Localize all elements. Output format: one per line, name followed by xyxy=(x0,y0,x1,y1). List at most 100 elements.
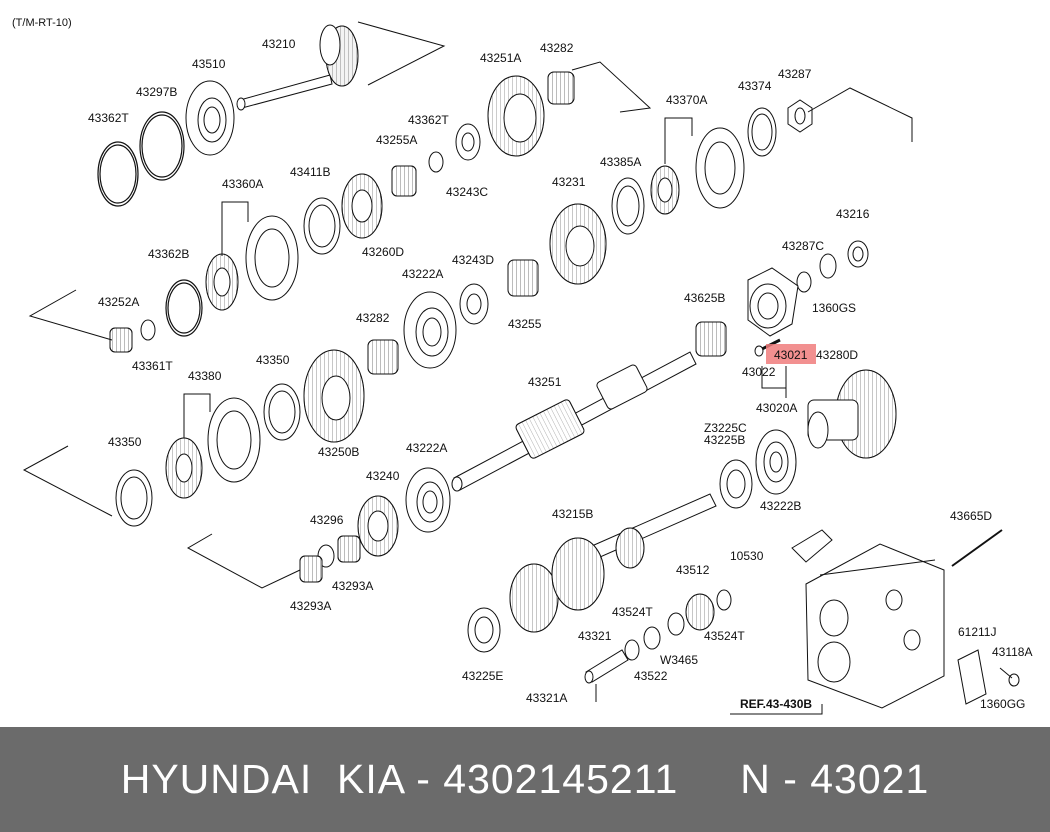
flange-43625B xyxy=(747,267,799,337)
needle-bearing-43625B xyxy=(695,321,727,357)
label-43250B: 43250B xyxy=(318,445,359,459)
needle-bearing-43255 xyxy=(507,259,539,297)
snap-ring-43362T xyxy=(97,141,139,207)
label-43293A-b: 43293A xyxy=(290,599,331,613)
ring-43524T xyxy=(624,589,732,661)
highlight-43021 xyxy=(766,344,816,364)
label-43411B: 43411B xyxy=(290,165,330,179)
label-43282-b: 43282 xyxy=(356,311,390,325)
main-shaft-43251 xyxy=(451,351,697,492)
leader-line xyxy=(730,704,823,715)
leader-line xyxy=(807,87,913,142)
sync-hub-43360A xyxy=(205,215,299,311)
needle-bearing-43293A xyxy=(299,535,361,583)
gear-43250B xyxy=(303,349,365,443)
label-43350-b: 43350 xyxy=(108,435,142,449)
label-43251A: 43251A xyxy=(480,51,521,65)
label-43522: 43522 xyxy=(634,669,668,683)
label-43225E: 43225E xyxy=(462,669,503,683)
collar-43243D xyxy=(459,283,489,325)
label-43362T: 43362T xyxy=(88,111,129,125)
ring-1360GS xyxy=(819,253,837,279)
sync-ring-43350 xyxy=(263,383,301,441)
ref-label: REF.43-430B xyxy=(740,697,812,711)
leader-line xyxy=(22,445,113,517)
needle-bearing-43255A xyxy=(391,165,417,197)
cover-61211J xyxy=(957,649,987,705)
label-1360GG: 1360GG xyxy=(980,697,1025,711)
label-43287: 43287 xyxy=(778,67,812,81)
label-43252A: 43252A xyxy=(98,295,139,309)
bearing-43222A xyxy=(403,291,457,369)
label-43216: 43216 xyxy=(836,207,870,221)
label-43321: 43321 xyxy=(578,629,612,643)
bearing-43225E xyxy=(467,607,501,653)
label-43021: 43021 xyxy=(774,348,808,362)
plug-43216 xyxy=(847,240,869,268)
gear-43260D xyxy=(341,173,383,239)
shaft-43321 xyxy=(584,649,629,702)
label-43255: 43255 xyxy=(508,317,542,331)
label-43243D: 43243D xyxy=(452,253,494,267)
label-43665D: 43665D xyxy=(950,509,992,523)
snap-ring-43297B xyxy=(139,111,185,181)
part-number-text: HYUNDAI KIA - 4302145211 N - 43021 xyxy=(120,756,930,802)
label-43240: 43240 xyxy=(366,469,400,483)
label-W3465: W3465 xyxy=(660,653,698,667)
ring-43287C xyxy=(796,271,812,293)
label-43297B: 43297B xyxy=(136,85,177,99)
label-43260D: 43260D xyxy=(362,245,404,259)
transmission-parts-diagram: (T/M-RT-10) xyxy=(12,17,1032,715)
collar-43243C xyxy=(455,123,481,161)
label-1360GS: 1360GS xyxy=(812,301,856,315)
bearing-43222B xyxy=(755,429,797,495)
label-43222A-b: 43222A xyxy=(406,441,447,455)
bearing-43222A-b xyxy=(405,467,451,533)
sync-ring-43411B xyxy=(303,197,341,255)
nut-43287 xyxy=(787,99,813,133)
leader-line xyxy=(664,117,693,164)
label-43280D: 43280D xyxy=(816,348,858,362)
label-43524T: 43524T xyxy=(612,605,653,619)
label-43293A: 43293A xyxy=(332,579,373,593)
transmission-case xyxy=(805,543,945,709)
countershaft-43215B xyxy=(509,493,717,633)
gear-43240 xyxy=(357,495,399,557)
label-43321A: 43321A xyxy=(526,691,567,705)
label-43350: 43350 xyxy=(256,353,290,367)
label-43510: 43510 xyxy=(192,57,226,71)
label-61211J: 61211J xyxy=(958,625,996,639)
label-43360A: 43360A xyxy=(222,177,263,191)
label-43362T-b: 43362T xyxy=(408,113,449,127)
ring-43361T xyxy=(140,319,156,341)
label-43231: 43231 xyxy=(552,175,586,189)
label-43222A: 43222A xyxy=(402,267,443,281)
label-43210: 43210 xyxy=(262,37,296,51)
leader-line xyxy=(28,289,113,341)
label-43380: 43380 xyxy=(188,369,222,383)
label-43255A: 43255A xyxy=(376,133,417,147)
label-10530: 10530 xyxy=(730,549,764,563)
label-43118A: 43118A xyxy=(992,645,1032,659)
leader-line xyxy=(221,201,249,256)
needle-bearing-43252A xyxy=(109,327,133,353)
needle-bearing-43282 xyxy=(547,71,575,105)
seal-W3465 xyxy=(643,612,685,650)
bearing-43225B xyxy=(719,459,753,509)
label-43020A: 43020A xyxy=(756,401,797,415)
needle-bearing-43282-b xyxy=(367,339,399,375)
leader-line xyxy=(761,366,787,389)
input-shaft xyxy=(236,24,359,111)
bolt-43118A xyxy=(999,667,1020,687)
label-43385A: 43385A xyxy=(600,155,641,169)
label-43512: 43512 xyxy=(676,563,710,577)
label-43625B: 43625B xyxy=(684,291,725,305)
ring-43385A xyxy=(611,177,645,235)
label-43251: 43251 xyxy=(528,375,562,389)
bearing-43510 xyxy=(185,80,235,156)
label-Z3225C: Z3225C xyxy=(704,421,747,435)
label-43282: 43282 xyxy=(540,41,574,55)
ring-43362T-b xyxy=(428,151,444,173)
snap-ring-43362B xyxy=(165,279,203,337)
label-43287C: 43287C xyxy=(782,239,824,253)
